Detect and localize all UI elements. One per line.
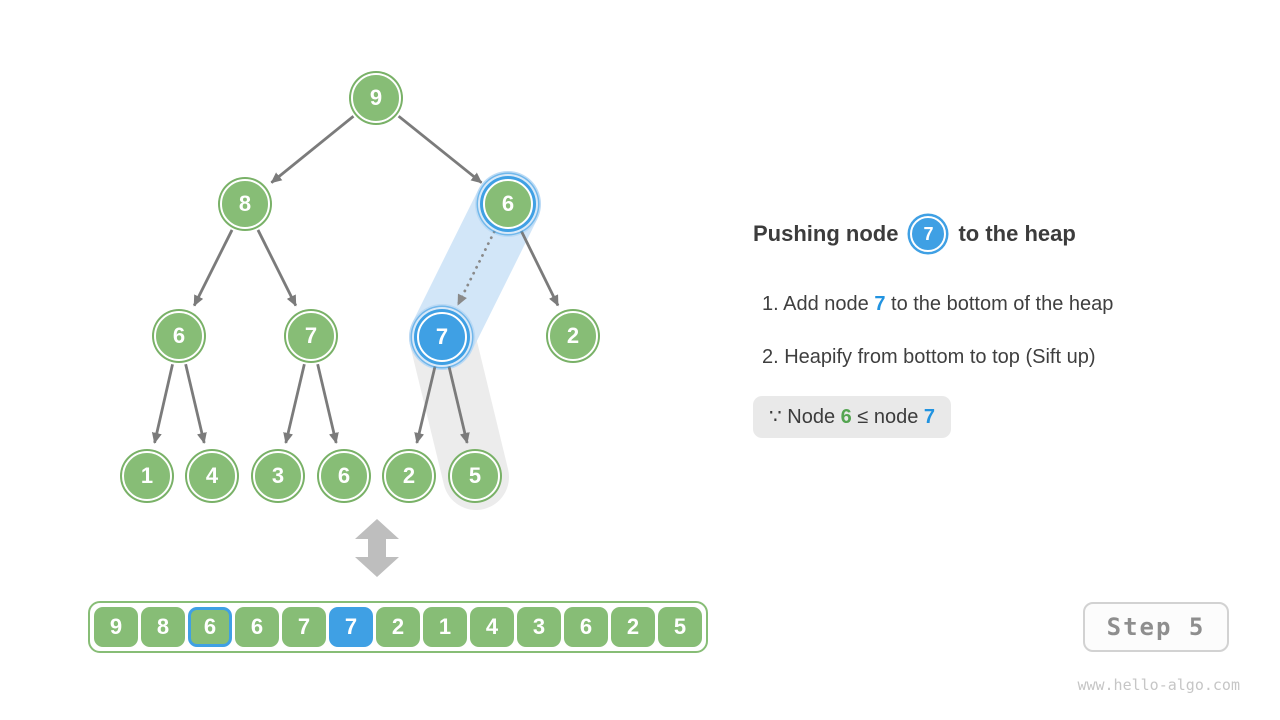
tree-node-4: 4 xyxy=(187,451,237,501)
array-cell: 6 xyxy=(235,607,279,647)
tree-node-6: 6 xyxy=(483,179,533,229)
panel-title-prefix: Pushing node xyxy=(753,221,899,246)
text-run: to the bottom of the heap xyxy=(885,293,1114,315)
tree-node-7: 7 xyxy=(286,311,336,361)
instruction-line: 1. Add node 7 to the bottom of the heap xyxy=(762,292,1113,316)
array-cell: 2 xyxy=(376,607,420,647)
tree-node-5: 5 xyxy=(450,451,500,501)
array-cell: 2 xyxy=(611,607,655,647)
tree-node-2: 2 xyxy=(384,451,434,501)
value-7: 7 xyxy=(923,406,936,428)
text-run: ≤ node xyxy=(851,406,924,428)
tree-node-7: 7 xyxy=(417,312,467,362)
tree-node-6: 6 xyxy=(319,451,369,501)
watermark: www.hello-algo.com xyxy=(1077,676,1240,694)
panel-title: Pushing node 7 to the heap xyxy=(753,215,1076,253)
array-cell: 6 xyxy=(188,607,232,647)
array-cell: 4 xyxy=(470,607,514,647)
step-badge: Step 5 xyxy=(1083,602,1229,652)
text-run: ∵ Node xyxy=(769,406,841,428)
instruction-list: 1. Add node 7 to the bottom of the heap 2… xyxy=(762,292,1113,369)
array-cell: 1 xyxy=(423,607,467,647)
tree-edge xyxy=(270,115,355,184)
array-cell: 8 xyxy=(141,607,185,647)
sift-up-dotted-arrow xyxy=(456,230,496,307)
array-cell: 7 xyxy=(282,607,326,647)
tree-edge xyxy=(414,364,437,444)
tree-node-3: 3 xyxy=(253,451,303,501)
array-cell: 3 xyxy=(517,607,561,647)
tree-array-double-arrow-icon xyxy=(355,519,399,577)
tree-edge xyxy=(192,229,234,307)
tree-edge xyxy=(283,363,306,444)
tree-node-1: 1 xyxy=(122,451,172,501)
tree-node-2: 2 xyxy=(548,311,598,361)
pushed-node-badge: 7 xyxy=(910,216,947,252)
value-7: 7 xyxy=(874,293,886,315)
value-6: 6 xyxy=(840,406,852,428)
array-cell: 9 xyxy=(94,607,138,647)
tree-node-9: 9 xyxy=(351,73,401,123)
instruction-line: 2. Heapify from bottom to top (Sift up) xyxy=(762,345,1113,369)
tree-edge xyxy=(397,115,483,184)
text-run: 2. Heapify from bottom to top (Sift up) xyxy=(762,346,1096,368)
text-run: 1. Add node xyxy=(762,293,875,315)
tree-node-6: 6 xyxy=(154,311,204,361)
tree-edge xyxy=(151,363,174,444)
comparison-note: ∵ Node 6 ≤ node 7 xyxy=(753,396,952,438)
panel-title-suffix: to the heap xyxy=(958,221,1076,246)
tree-edge xyxy=(184,363,207,444)
array-cell: 7 xyxy=(329,607,373,647)
array-cell: 5 xyxy=(658,607,702,647)
step-badge-label: Step 5 xyxy=(1106,613,1206,641)
tree-edge xyxy=(447,364,470,444)
array-cell: 6 xyxy=(564,607,608,647)
tree-node-8: 8 xyxy=(220,179,270,229)
tree-edge xyxy=(316,363,339,444)
tree-edge xyxy=(519,229,560,307)
tree-edge xyxy=(256,229,298,307)
